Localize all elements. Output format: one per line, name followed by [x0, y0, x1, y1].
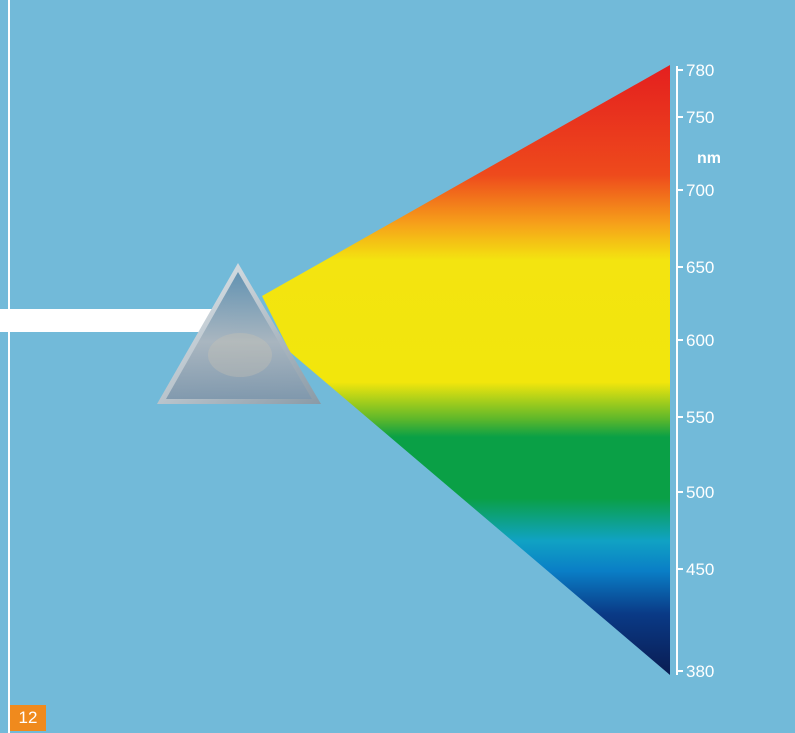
wavelength-scale: 780 750 700 650 600 550 500 450 380 nm	[676, 61, 721, 681]
spectrum-fan	[262, 65, 670, 675]
scale-tick-label-380: 380	[686, 662, 714, 681]
prism	[157, 263, 321, 404]
scale-tick-label-450: 450	[686, 560, 714, 579]
scale-tick-label-780: 780	[686, 61, 714, 80]
scale-tick-label-650: 650	[686, 258, 714, 277]
scale-tick-label-700: 700	[686, 181, 714, 200]
scale-tick-label-750: 750	[686, 108, 714, 127]
white-light-beam	[0, 309, 214, 332]
scale-tick-label-500: 500	[686, 483, 714, 502]
page-number-badge: 12	[10, 705, 46, 731]
scale-tick-label-600: 600	[686, 331, 714, 350]
scale-unit-label: nm	[697, 150, 721, 167]
scale-tick-label-550: 550	[686, 408, 714, 427]
page-border-line	[8, 0, 10, 733]
